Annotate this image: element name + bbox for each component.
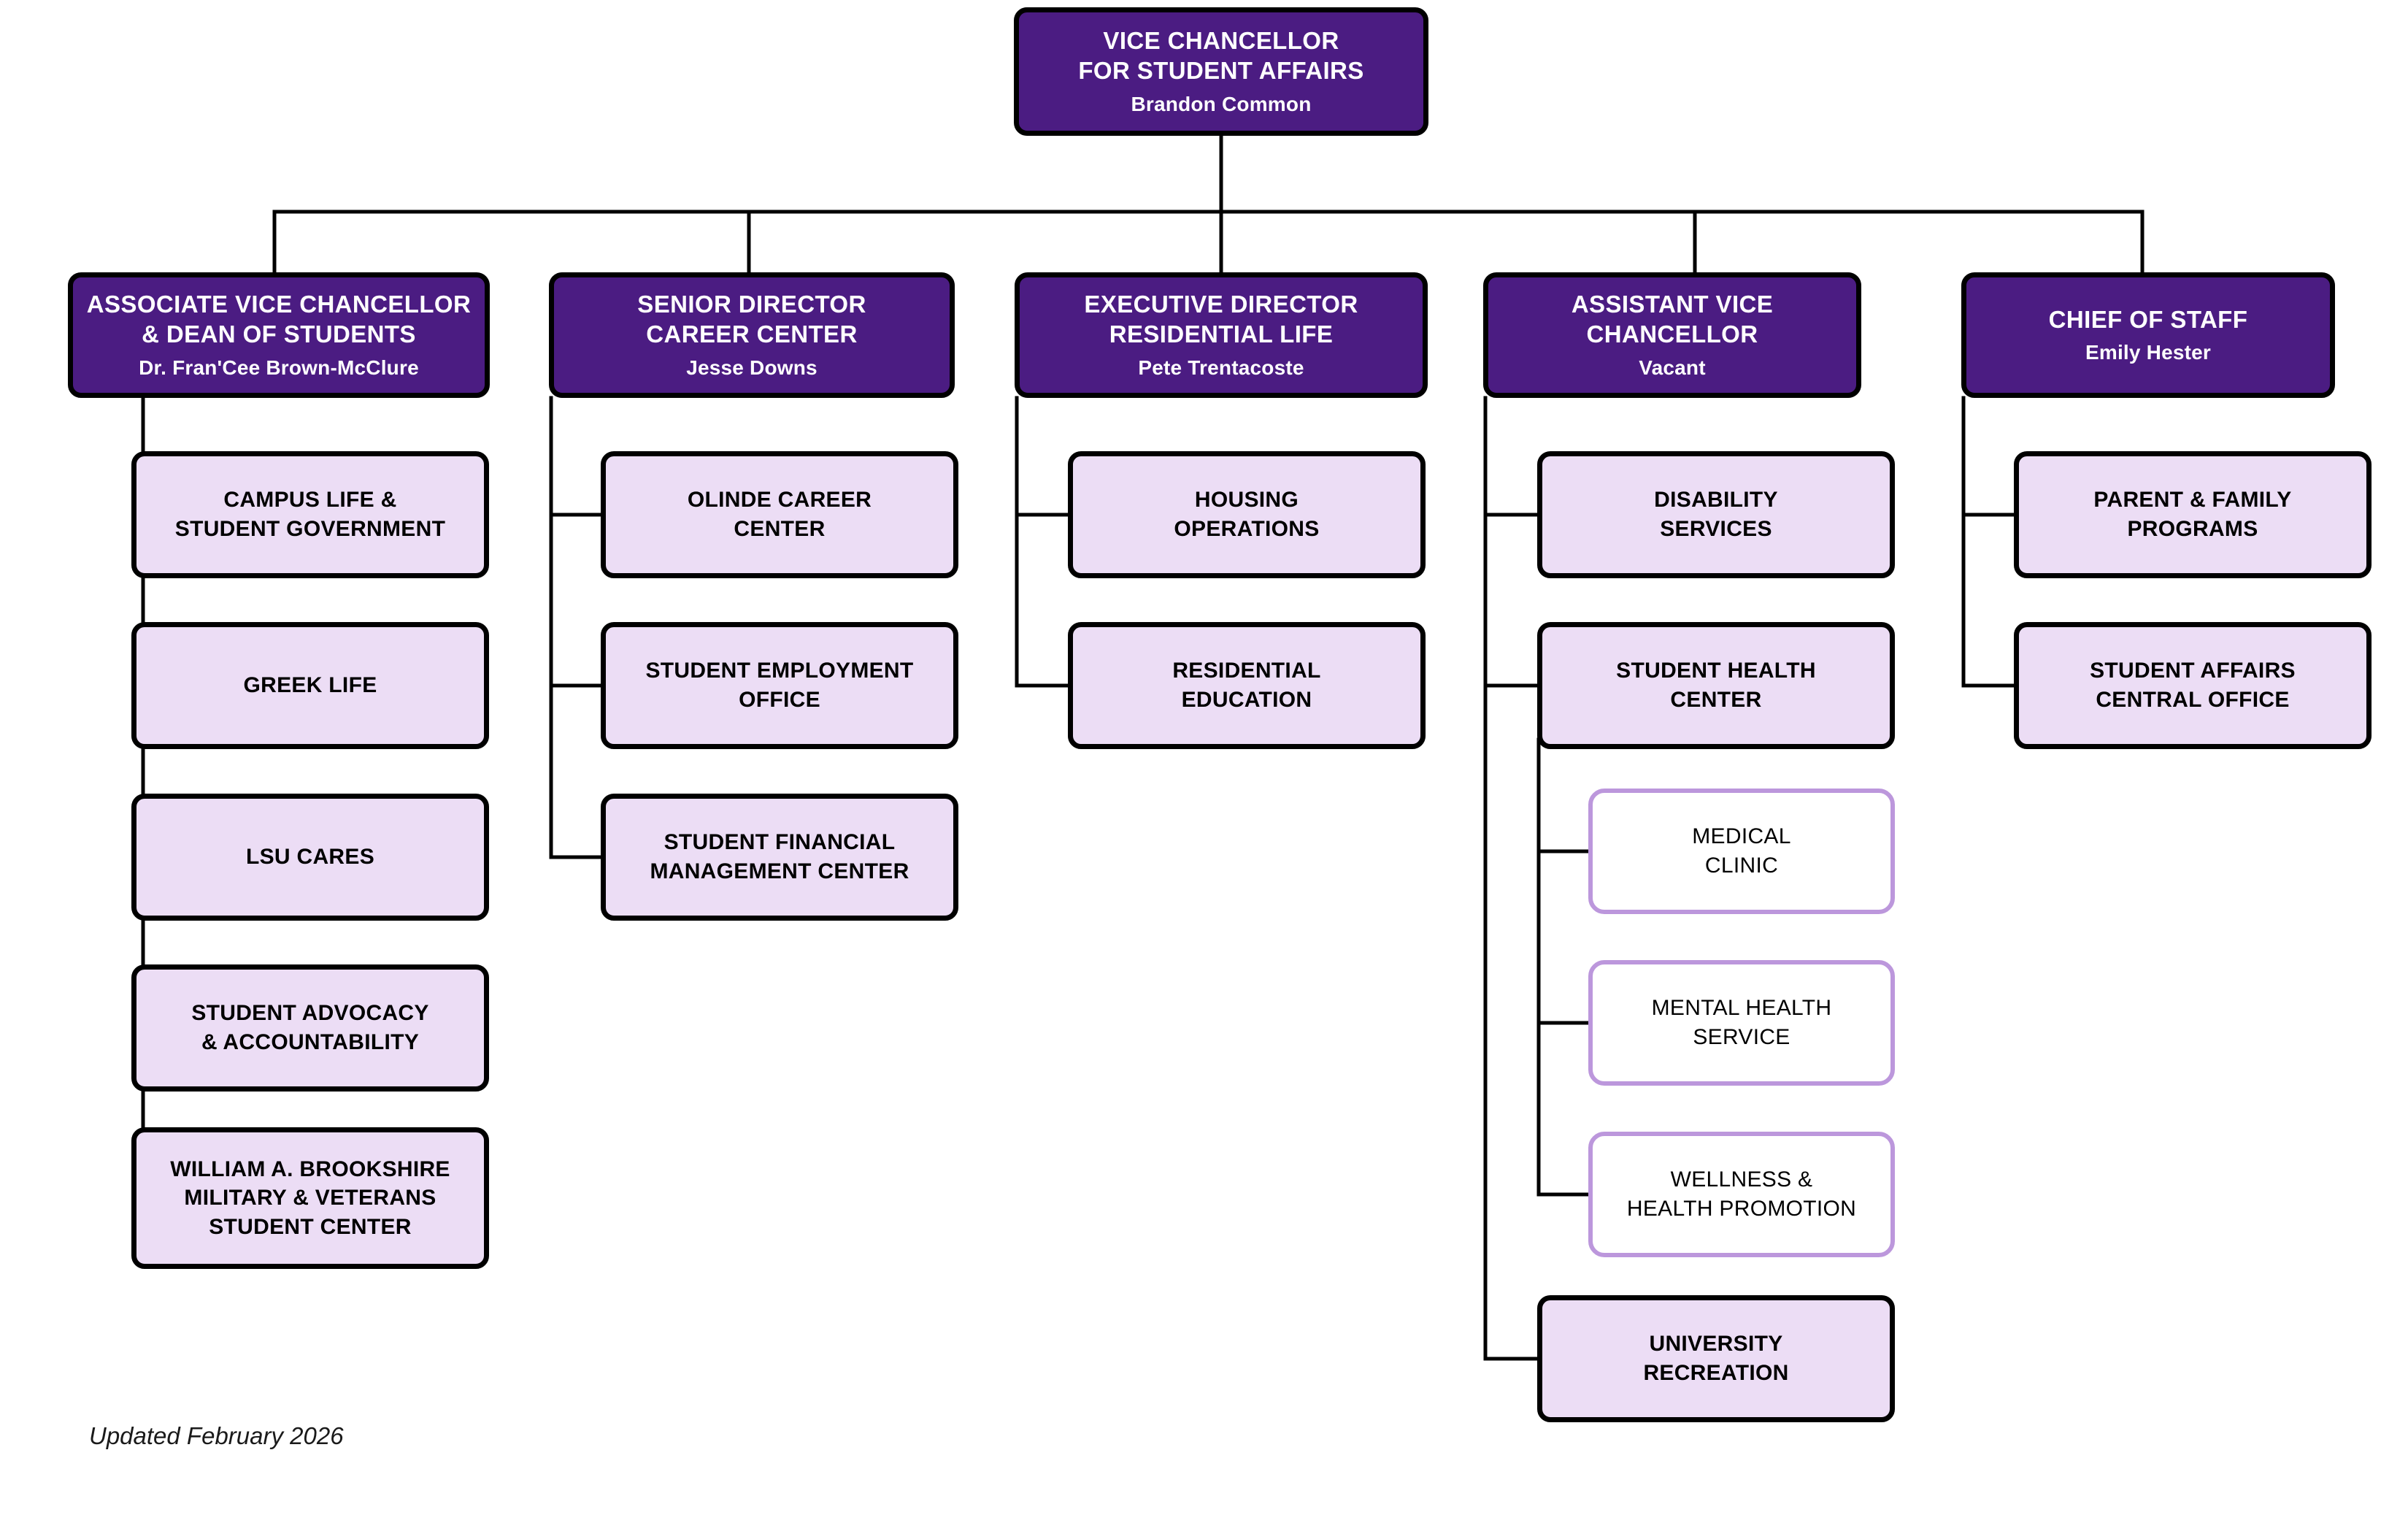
node-vice-chancellor-student-affairs[interactable]: VICE CHANCELLOR FOR STUDENT AFFAIRS Bran… [1014,7,1428,136]
node-title: SENIOR DIRECTOR CAREER CENTER [637,290,866,348]
node-title: PARENT & FAMILY PROGRAMS [2093,488,2292,541]
node-senior-director-career-center[interactable]: SENIOR DIRECTOR CAREER CENTER Jesse Down… [549,272,955,398]
node-person: Pete Trentacoste [1138,356,1304,379]
node-wellness-health-promotion[interactable]: WELLNESS & HEALTH PROMOTION [1588,1132,1895,1257]
node-medical-clinic[interactable]: MEDICAL CLINIC [1588,789,1895,914]
node-title: WELLNESS & HEALTH PROMOTION [1626,1167,1857,1221]
node-associate-vice-chancellor-dean-of-students[interactable]: ASSOCIATE VICE CHANCELLOR & DEAN OF STUD… [68,272,490,398]
node-title: STUDENT FINANCIAL MANAGEMENT CENTER [650,830,909,883]
node-disability-services[interactable]: DISABILITY SERVICES [1537,451,1895,578]
node-lsu-cares[interactable]: LSU CARES [131,794,489,921]
node-title: MENTAL HEALTH SERVICE [1651,995,1832,1049]
node-title: CAMPUS LIFE & STUDENT GOVERNMENT [174,488,446,541]
node-title: ASSISTANT VICE CHANCELLOR [1571,290,1774,348]
node-title: EXECUTIVE DIRECTOR RESIDENTIAL LIFE [1084,290,1358,348]
node-student-affairs-central-office[interactable]: STUDENT AFFAIRS CENTRAL OFFICE [2014,622,2372,749]
node-person: Dr. Fran'Cee Brown-McClure [139,356,419,379]
node-student-employment-office[interactable]: STUDENT EMPLOYMENT OFFICE [601,622,958,749]
node-title: LSU CARES [245,845,375,870]
node-person: Jesse Downs [686,356,818,379]
node-olinde-career-center[interactable]: OLINDE CAREER CENTER [601,451,958,578]
node-greek-life[interactable]: GREEK LIFE [131,622,489,749]
node-title: RESIDENTIAL EDUCATION [1172,659,1321,712]
node-title: STUDENT EMPLOYMENT OFFICE [645,659,914,712]
node-title: STUDENT ADVOCACY & ACCOUNTABILITY [191,1001,429,1054]
node-student-financial-management-center[interactable]: STUDENT FINANCIAL MANAGEMENT CENTER [601,794,958,921]
node-residential-education[interactable]: RESIDENTIAL EDUCATION [1068,622,1426,749]
node-title: MEDICAL CLINIC [1692,824,1791,878]
node-title: VICE CHANCELLOR FOR STUDENT AFFAIRS [1078,26,1364,85]
node-chief-of-staff[interactable]: CHIEF OF STAFF Emily Hester [1961,272,2335,398]
node-title: ASSOCIATE VICE CHANCELLOR & DEAN OF STUD… [86,290,472,348]
node-assistant-vice-chancellor[interactable]: ASSISTANT VICE CHANCELLOR Vacant [1483,272,1861,398]
node-william-a-brookshire-military-veterans-student-center[interactable]: WILLIAM A. BROOKSHIRE MILITARY & VETERAN… [131,1127,489,1269]
node-title: HOUSING OPERATIONS [1174,488,1320,541]
node-university-recreation[interactable]: UNIVERSITY RECREATION [1537,1295,1895,1422]
node-campus-life-student-government[interactable]: CAMPUS LIFE & STUDENT GOVERNMENT [131,451,489,578]
node-person: Vacant [1639,356,1706,379]
node-title: WILLIAM A. BROOKSHIRE MILITARY & VETERAN… [170,1156,450,1239]
node-person: Emily Hester [2085,341,2212,364]
node-title: DISABILITY SERVICES [1654,488,1778,541]
node-title: STUDENT HEALTH CENTER [1616,659,1816,712]
node-student-advocacy-accountability[interactable]: STUDENT ADVOCACY & ACCOUNTABILITY [131,964,489,1092]
node-parent-family-programs[interactable]: PARENT & FAMILY PROGRAMS [2014,451,2372,578]
node-housing-operations[interactable]: HOUSING OPERATIONS [1068,451,1426,578]
node-title: OLINDE CAREER CENTER [687,488,872,541]
node-title: UNIVERSITY RECREATION [1643,1332,1789,1385]
node-title: GREEK LIFE [243,673,377,698]
node-title: STUDENT AFFAIRS CENTRAL OFFICE [2090,659,2296,712]
updated-date-label: Updated February 2026 [89,1422,344,1449]
node-executive-director-residential-life[interactable]: EXECUTIVE DIRECTOR RESIDENTIAL LIFE Pete… [1015,272,1428,398]
node-title: CHIEF OF STAFF [2048,305,2248,333]
node-mental-health-service[interactable]: MENTAL HEALTH SERVICE [1588,960,1895,1086]
node-student-health-center[interactable]: STUDENT HEALTH CENTER [1537,622,1895,749]
node-person: Brandon Common [1131,92,1312,115]
